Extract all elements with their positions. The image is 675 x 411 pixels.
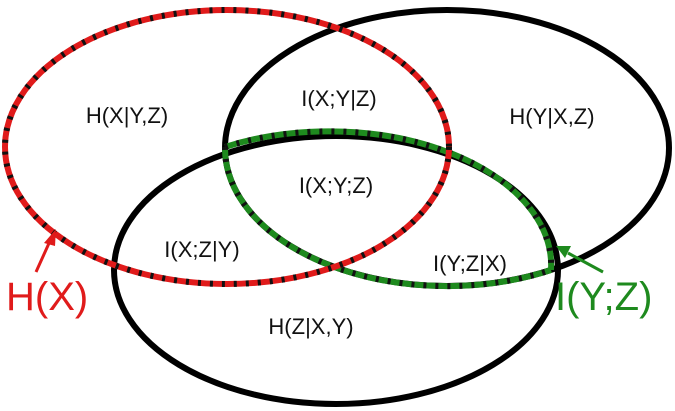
label-h-y-given-xz: H(Y|X,Z) — [509, 104, 594, 129]
hx-callout: H(X) — [6, 229, 88, 319]
hx-arrow-head — [44, 229, 56, 246]
label-h-z-given-xy: H(Z|X,Y) — [268, 314, 353, 339]
label-i-yz-given-x: I(Y;Z|X) — [433, 251, 507, 276]
label-h-x-given-yz: H(X|Y,Z) — [86, 103, 168, 128]
circle-z — [111, 133, 561, 407]
label-i-xyz: I(X;Y;Z) — [299, 173, 373, 198]
circle-x-dashes — [2, 7, 452, 287]
circle-x — [2, 7, 452, 287]
iyz-arc-circle-z-dash — [224, 128, 555, 271]
hx-label: H(X) — [6, 275, 88, 319]
label-i-xz-given-y: I(X;Z|Y) — [164, 237, 239, 262]
iyz-arrow-head — [556, 246, 571, 258]
iyz-arc-circle-z — [224, 128, 555, 271]
iyz-label: I(Y;Z) — [555, 275, 652, 319]
hx-arrow-shaft — [34, 240, 52, 273]
iyz-callout: I(Y;Z) — [555, 246, 652, 319]
iyz-arrow-shaft — [567, 251, 604, 274]
label-i-xy-given-z: I(X;Y|Z) — [301, 86, 376, 111]
